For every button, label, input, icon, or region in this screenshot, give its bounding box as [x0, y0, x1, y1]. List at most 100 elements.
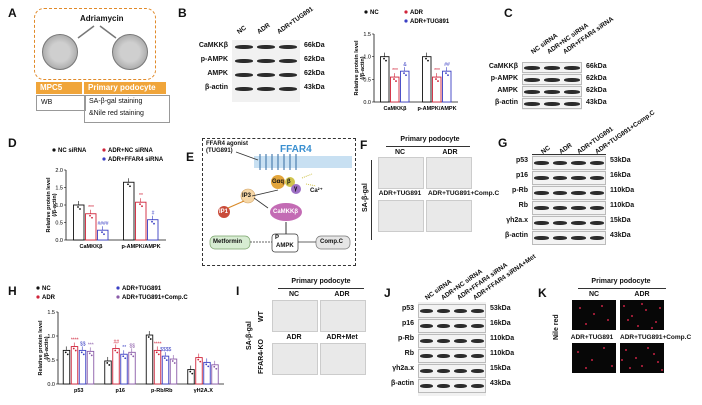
- bar: [97, 229, 109, 241]
- pathway-box: [202, 138, 356, 266]
- blot-band: [454, 339, 467, 343]
- legend-label: ADR+TUG891: [122, 286, 162, 292]
- f-image-nc: [378, 157, 424, 189]
- lipid-droplet: [635, 357, 637, 359]
- data-point: [153, 222, 155, 225]
- significance-label: ##: [444, 62, 450, 68]
- bar: [432, 76, 442, 103]
- band-label: γh2a.x: [392, 365, 414, 372]
- blot-strip: [532, 231, 606, 245]
- blot-band: [420, 324, 433, 328]
- dish-icon-mpc5: [42, 34, 78, 70]
- y-axis-label: Relative protein level(/β-actin): [38, 320, 50, 375]
- significance-label: $$$$: [160, 347, 171, 353]
- bar: [390, 76, 400, 103]
- data-point: [80, 351, 83, 354]
- k-title: Primary podocyte: [591, 278, 651, 285]
- bar: [128, 351, 136, 385]
- bar: [153, 349, 162, 385]
- i-image-wt-nc: [272, 300, 318, 332]
- band-label: p16: [401, 320, 414, 327]
- wb-box: WB: [36, 95, 86, 111]
- data-point: [385, 59, 387, 62]
- x-tick-label: p-Rb/Rb: [151, 388, 173, 394]
- f-adr: ADR: [442, 149, 458, 156]
- i-adr-2: ADR: [286, 334, 302, 341]
- f-nc: NC: [394, 149, 406, 156]
- y-axis-label: Relative protein level(/β-actin): [46, 177, 58, 232]
- lipid-droplet: [611, 365, 613, 367]
- blot-strip: [418, 349, 486, 363]
- data-point: [89, 214, 91, 217]
- x-tick-label: CaMKKβ: [80, 244, 104, 250]
- lipid-droplet: [659, 307, 661, 309]
- panel-a-dashed-box: [34, 8, 156, 80]
- kda-label: 43kDa: [610, 232, 631, 239]
- legend-marker: [102, 148, 106, 152]
- data-point: [155, 351, 158, 354]
- blot-band: [471, 309, 484, 313]
- podocyte-box: Primary podocyte: [84, 82, 166, 94]
- blot-band: [534, 161, 549, 165]
- panel-label-i: I: [236, 284, 240, 298]
- lipid-droplet: [657, 361, 659, 363]
- blot-strip: [418, 364, 486, 378]
- blot-band: [524, 77, 540, 82]
- bar: [73, 204, 85, 241]
- legend-label: ADR+NC siRNA: [108, 148, 154, 154]
- blot-band: [571, 176, 586, 180]
- bar: [85, 213, 97, 241]
- kda-label: 62kDa: [586, 87, 607, 94]
- lipid-droplet: [625, 349, 627, 351]
- data-point: [191, 372, 194, 375]
- band-label: AMPK: [497, 87, 518, 94]
- band-label: CaMKKβ: [488, 63, 518, 70]
- data-point: [79, 208, 81, 210]
- blot-band: [279, 87, 297, 91]
- k-adr: ADR: [634, 291, 650, 298]
- kda-label: 110kDa: [490, 350, 515, 357]
- panel-label-j: J: [384, 286, 391, 300]
- data-point: [72, 347, 75, 350]
- panel-label-f: F: [360, 138, 368, 152]
- i-adrmet: ADR+Met: [326, 334, 358, 341]
- bar: [211, 364, 219, 385]
- blot-band: [437, 324, 450, 328]
- blot-b: [232, 40, 300, 102]
- staining-box: SA-β-gal staining &Nile red staining: [84, 95, 170, 123]
- data-point: [101, 231, 103, 234]
- gamma-label: γ: [294, 186, 298, 192]
- data-point: [108, 364, 111, 366]
- i-image-wt-adr: [320, 300, 366, 332]
- significance-label: $$: [80, 341, 86, 347]
- k-side-label: Nile red: [553, 314, 560, 340]
- legend-marker: [404, 19, 408, 23]
- i-image-ko-adr: [272, 343, 318, 375]
- data-point: [173, 362, 176, 364]
- data-point: [157, 353, 160, 356]
- blot-band: [571, 191, 586, 195]
- significance-label: **: [139, 193, 143, 199]
- blot-band: [454, 369, 467, 373]
- x-tick-label: p16: [116, 388, 125, 394]
- data-point: [383, 57, 385, 60]
- blot-strip: [532, 201, 606, 215]
- data-point: [151, 220, 153, 223]
- blot-band: [235, 59, 253, 63]
- y-tick-label: 1.0: [47, 334, 55, 340]
- blot-band: [437, 369, 450, 373]
- data-point: [447, 74, 449, 77]
- blot-strip: [418, 334, 486, 348]
- ca-label: Ca²⁺: [310, 188, 323, 194]
- bar: [62, 349, 71, 385]
- blot-band: [571, 206, 586, 210]
- blot-band: [534, 206, 549, 210]
- data-point: [403, 72, 405, 75]
- bar: [422, 56, 432, 103]
- lipid-droplet: [591, 359, 593, 361]
- bar: [104, 360, 112, 385]
- f-title-line: [386, 146, 470, 147]
- lipid-droplet: [645, 309, 647, 311]
